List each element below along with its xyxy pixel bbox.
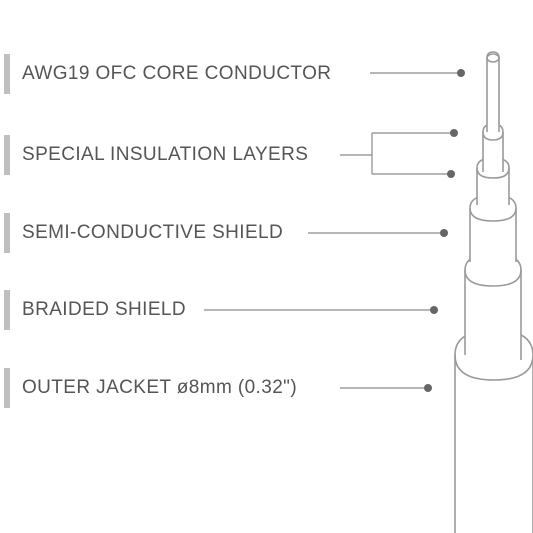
label-bar — [4, 368, 10, 408]
outer-jacket-layer — [454, 329, 533, 533]
dot-core — [457, 69, 465, 77]
label-core-text: AWG19 OFC CORE CONDUCTOR — [22, 63, 332, 84]
dot-insulation-upper — [450, 129, 458, 137]
label-bar — [4, 290, 10, 330]
core-conductor — [486, 51, 500, 132]
label-jacket-text: OUTER JACKET ø8mm (0.32") — [22, 377, 298, 398]
braided-shield-layer — [464, 253, 522, 360]
dot-semi — [440, 229, 448, 237]
label-insulation-text: SPECIAL INSULATION LAYERS — [22, 144, 309, 165]
dot-jacket — [424, 384, 432, 392]
label-bar — [4, 213, 10, 253]
semi-conductive-layer — [469, 194, 517, 262]
label-bar — [4, 54, 10, 94]
dot-braid — [430, 306, 438, 314]
label-bar — [4, 135, 10, 175]
label-braid-text: BRAIDED SHIELD — [22, 299, 186, 320]
dot-insulation-lower — [447, 170, 455, 178]
label-semi-text: SEMI-CONDUCTIVE SHIELD — [22, 222, 284, 243]
